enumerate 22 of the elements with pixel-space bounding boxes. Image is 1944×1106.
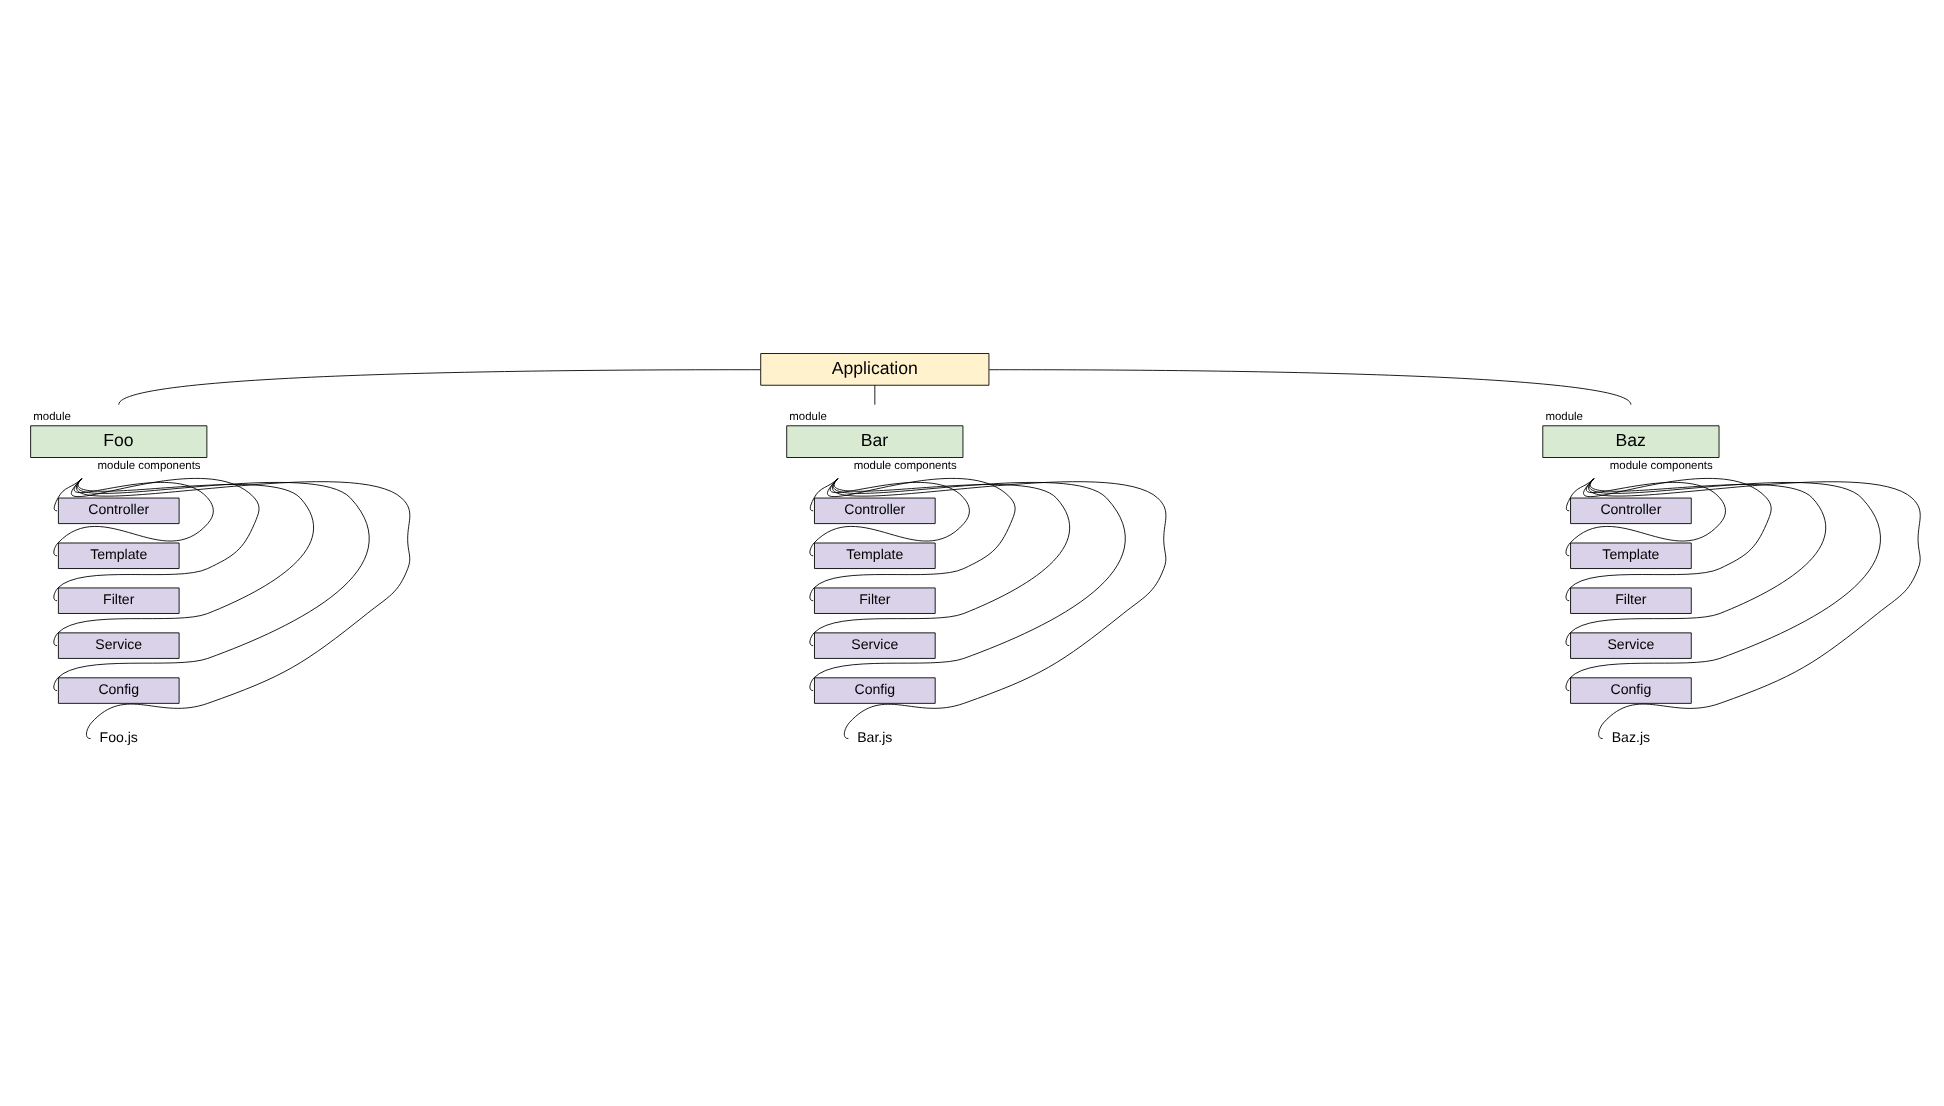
connector	[809, 477, 970, 556]
connector	[809, 476, 1016, 601]
connector	[874, 383, 876, 405]
connector	[53, 477, 83, 511]
connector	[1565, 477, 1826, 646]
connector	[988, 368, 1632, 405]
connector	[53, 477, 214, 556]
connector	[809, 477, 1126, 691]
connector	[118, 368, 761, 405]
connector	[809, 477, 1070, 646]
connector	[53, 476, 260, 601]
connector	[76, 477, 411, 739]
node-box: Application	[760, 352, 990, 385]
connector	[53, 477, 314, 646]
connector	[1565, 476, 1772, 601]
connector	[53, 477, 370, 691]
connector	[1565, 477, 1881, 691]
connector	[1588, 477, 1921, 739]
connector	[832, 477, 1167, 739]
connector	[1565, 477, 1726, 556]
connector	[809, 477, 839, 511]
connector	[1565, 477, 1595, 511]
